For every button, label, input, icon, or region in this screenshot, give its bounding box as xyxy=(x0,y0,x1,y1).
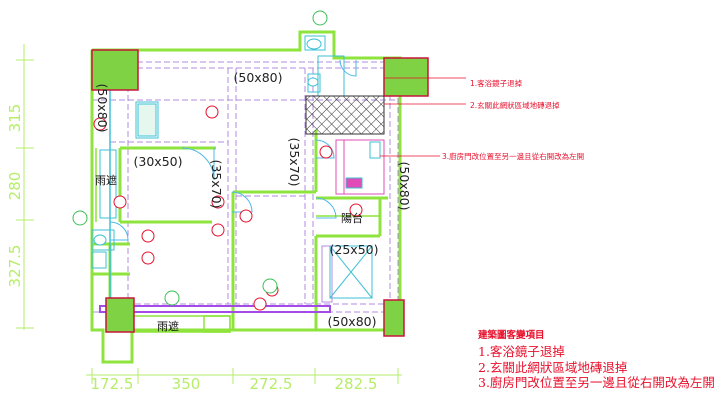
beam-label-col2: (35x70) xyxy=(287,138,302,187)
shaft-box xyxy=(329,245,373,299)
legend-item-2: 2.玄關此網狀區域地磚退掉 xyxy=(478,359,628,375)
beam-label-top: (50x80) xyxy=(234,70,283,85)
dimension-lines xyxy=(16,44,402,384)
legend-item-3: 3.廚房門改位置至另一邊且從右開改為左開 xyxy=(478,375,715,390)
room-label-rain-shelter-bottom: 雨遮 xyxy=(157,319,179,333)
beam-label-lower: (25x50) xyxy=(330,242,379,257)
purple-strip xyxy=(99,305,331,313)
columns xyxy=(91,49,429,337)
leader-lines xyxy=(380,77,466,157)
beam-label-col1: (35x70) xyxy=(209,160,224,209)
room-label-rain-shelter-left: 雨遮 xyxy=(95,173,117,187)
beam-label-room1: (30x50) xyxy=(134,154,183,169)
callout-1: 1.客浴鏡子退掉 xyxy=(470,78,523,88)
legend-title: 建築圖客變項目 xyxy=(478,330,545,341)
dim-left-3: 327.5 xyxy=(6,245,24,288)
green-markers xyxy=(72,10,328,306)
furniture-lines xyxy=(91,35,381,269)
callout-2: 2.玄關此網狀區域地磚退掉 xyxy=(470,100,560,110)
change-legend: 建築圖客變項目 1.客浴鏡子退掉 2.玄關此網狀區域地磚退掉 3.廚房門改位置至… xyxy=(478,327,715,391)
legend-item-1: 1.客浴鏡子退掉 xyxy=(478,344,565,359)
beam-label-left: (50x80) xyxy=(95,84,110,133)
dim-bottom-3: 272.5 xyxy=(250,375,293,393)
beam-label-bottom: (50x80) xyxy=(328,314,377,329)
dim-left-2: 280 xyxy=(6,172,24,201)
callout-3: 3.廚房門改位置至另一邊且從右開改為左開 xyxy=(442,151,584,161)
dim-bottom-2: 350 xyxy=(172,375,201,393)
entry-hatch-area xyxy=(305,95,385,135)
kitchen-counter xyxy=(335,139,385,195)
dim-bottom-4: 282.5 xyxy=(335,375,378,393)
dim-left-1: 315 xyxy=(6,104,24,133)
room-label-balcony: 陽台 xyxy=(341,211,363,225)
lower-duct xyxy=(321,245,333,303)
dim-bottom-1: 172.5 xyxy=(91,375,134,393)
beam-label-right: (50x80) xyxy=(397,162,412,211)
